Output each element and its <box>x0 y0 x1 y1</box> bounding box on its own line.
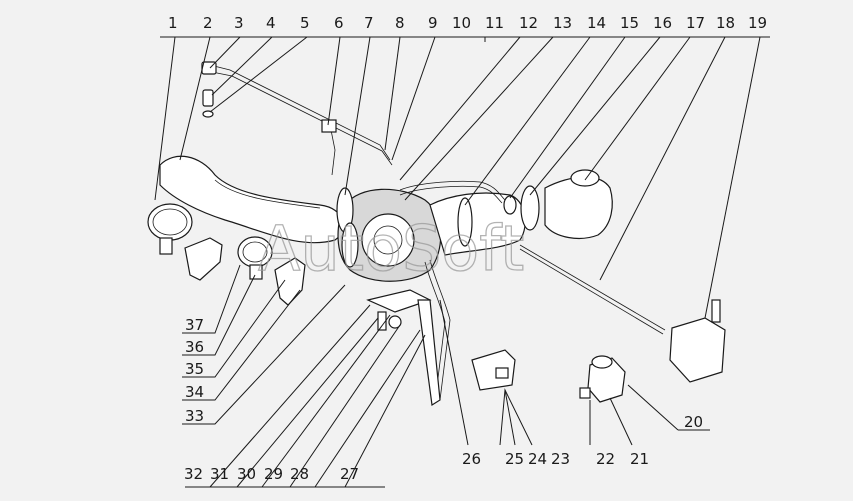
tube-26 <box>429 259 451 401</box>
callout-19: 19 <box>748 14 767 32</box>
callout-31: 31 <box>210 465 229 483</box>
callout-32: 32 <box>184 465 203 483</box>
callout-7: 7 <box>364 14 374 32</box>
ribbed-clamp-15 <box>503 195 517 215</box>
callout-2: 2 <box>203 14 213 32</box>
callout-26: 26 <box>462 450 481 468</box>
switch-box-19 <box>669 317 726 383</box>
callout-36: 36 <box>185 338 204 356</box>
callout-1: 1 <box>168 14 178 32</box>
callout-34: 34 <box>185 383 204 401</box>
callout-3: 3 <box>234 14 244 32</box>
watermark: AutoSoft <box>258 212 524 285</box>
bracket-37 <box>184 237 223 281</box>
air-filter-17 <box>544 176 613 239</box>
callout-20: 20 <box>684 413 703 431</box>
callouts-top: 1 2 3 4 5 6 7 8 9 10 11 12 13 14 15 16 1… <box>168 14 767 32</box>
callout-5: 5 <box>300 14 310 32</box>
callout-37: 37 <box>185 316 204 334</box>
callout-33: 33 <box>185 407 204 425</box>
callout-11: 11 <box>485 14 504 32</box>
callout-30: 30 <box>237 465 256 483</box>
callout-16: 16 <box>653 14 672 32</box>
bracket-23 <box>471 349 516 391</box>
ribbed-clamp-14 <box>457 197 473 247</box>
callout-15: 15 <box>620 14 639 32</box>
callout-22: 22 <box>596 450 615 468</box>
callout-29: 29 <box>264 465 283 483</box>
callout-8: 8 <box>395 14 405 32</box>
pipe-27 <box>417 299 441 407</box>
callout-12: 12 <box>519 14 538 32</box>
callout-9: 9 <box>428 14 438 32</box>
callout-4: 4 <box>266 14 276 32</box>
callout-23: 23 <box>551 450 570 468</box>
callout-13: 13 <box>553 14 572 32</box>
rod-18 <box>519 244 666 331</box>
callout-18: 18 <box>716 14 735 32</box>
leader-lines <box>154 36 770 488</box>
callouts-left: 37 36 35 34 33 <box>185 316 204 425</box>
fitting-4 <box>202 89 214 107</box>
callout-10: 10 <box>452 14 471 32</box>
ribbed-clamp-16 <box>520 185 540 231</box>
callout-24: 24 <box>528 450 547 468</box>
callout-6: 6 <box>334 14 344 32</box>
callout-25: 25 <box>505 450 524 468</box>
callout-28: 28 <box>290 465 309 483</box>
callouts-bottom: 32 31 30 29 28 27 26 25 24 23 22 21 <box>184 450 649 483</box>
pipe-11 <box>399 180 506 201</box>
parts-drawing <box>147 61 726 407</box>
pipe-6 <box>329 124 336 176</box>
callout-17: 17 <box>686 14 705 32</box>
callout-35: 35 <box>185 360 204 378</box>
callout-27: 27 <box>340 465 359 483</box>
callout-21: 21 <box>630 450 649 468</box>
callout-14: 14 <box>587 14 606 32</box>
